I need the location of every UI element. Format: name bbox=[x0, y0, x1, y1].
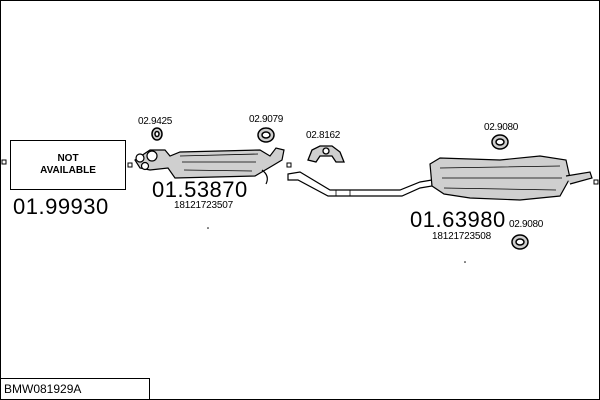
not-available-line1: NOT bbox=[57, 153, 79, 164]
intermediate-pipe-drawing bbox=[287, 171, 433, 197]
reference-dot bbox=[207, 227, 209, 229]
rear-silencer-code: 01.63980 bbox=[410, 207, 506, 232]
not-available-line2: AVAILABLE bbox=[40, 165, 96, 176]
front-silencer-oe-number: 18121723507 bbox=[174, 200, 233, 211]
rear-clamp-top-drawing bbox=[491, 134, 509, 150]
assembly-code: BMW081929A bbox=[4, 382, 82, 396]
reference-dot bbox=[464, 261, 466, 263]
gasket-middle-drawing bbox=[257, 127, 275, 143]
rear-clamp-bottom-code: 02.9080 bbox=[509, 219, 544, 230]
rear-clamp-bottom-drawing bbox=[511, 234, 529, 250]
rear-clamp-top-code: 02.9080 bbox=[484, 122, 519, 133]
clamp-front-drawing bbox=[151, 127, 163, 141]
front-silencer-code: 01.53870 bbox=[152, 177, 248, 202]
right-edge-marker bbox=[593, 179, 599, 185]
assembly-label-box: BMW081929A bbox=[0, 378, 150, 399]
front-pipe-code: 01.99930 bbox=[13, 194, 109, 219]
left-edge-marker bbox=[1, 159, 7, 165]
clamp-front-code: 02.9425 bbox=[138, 116, 173, 127]
gasket-middle-code: 02.9079 bbox=[249, 114, 284, 125]
front-silencer-drawing bbox=[134, 147, 285, 185]
not-available-box: NOT AVAILABLE bbox=[10, 140, 126, 190]
mounting-hanger-drawing bbox=[307, 145, 345, 163]
rear-silencer-drawing bbox=[429, 155, 593, 201]
mounting-hanger-code: 02.8162 bbox=[306, 130, 341, 141]
connector-marker-mid bbox=[286, 162, 292, 168]
rear-silencer-oe-number: 18121723508 bbox=[432, 231, 491, 242]
connector-marker-left bbox=[127, 162, 133, 168]
